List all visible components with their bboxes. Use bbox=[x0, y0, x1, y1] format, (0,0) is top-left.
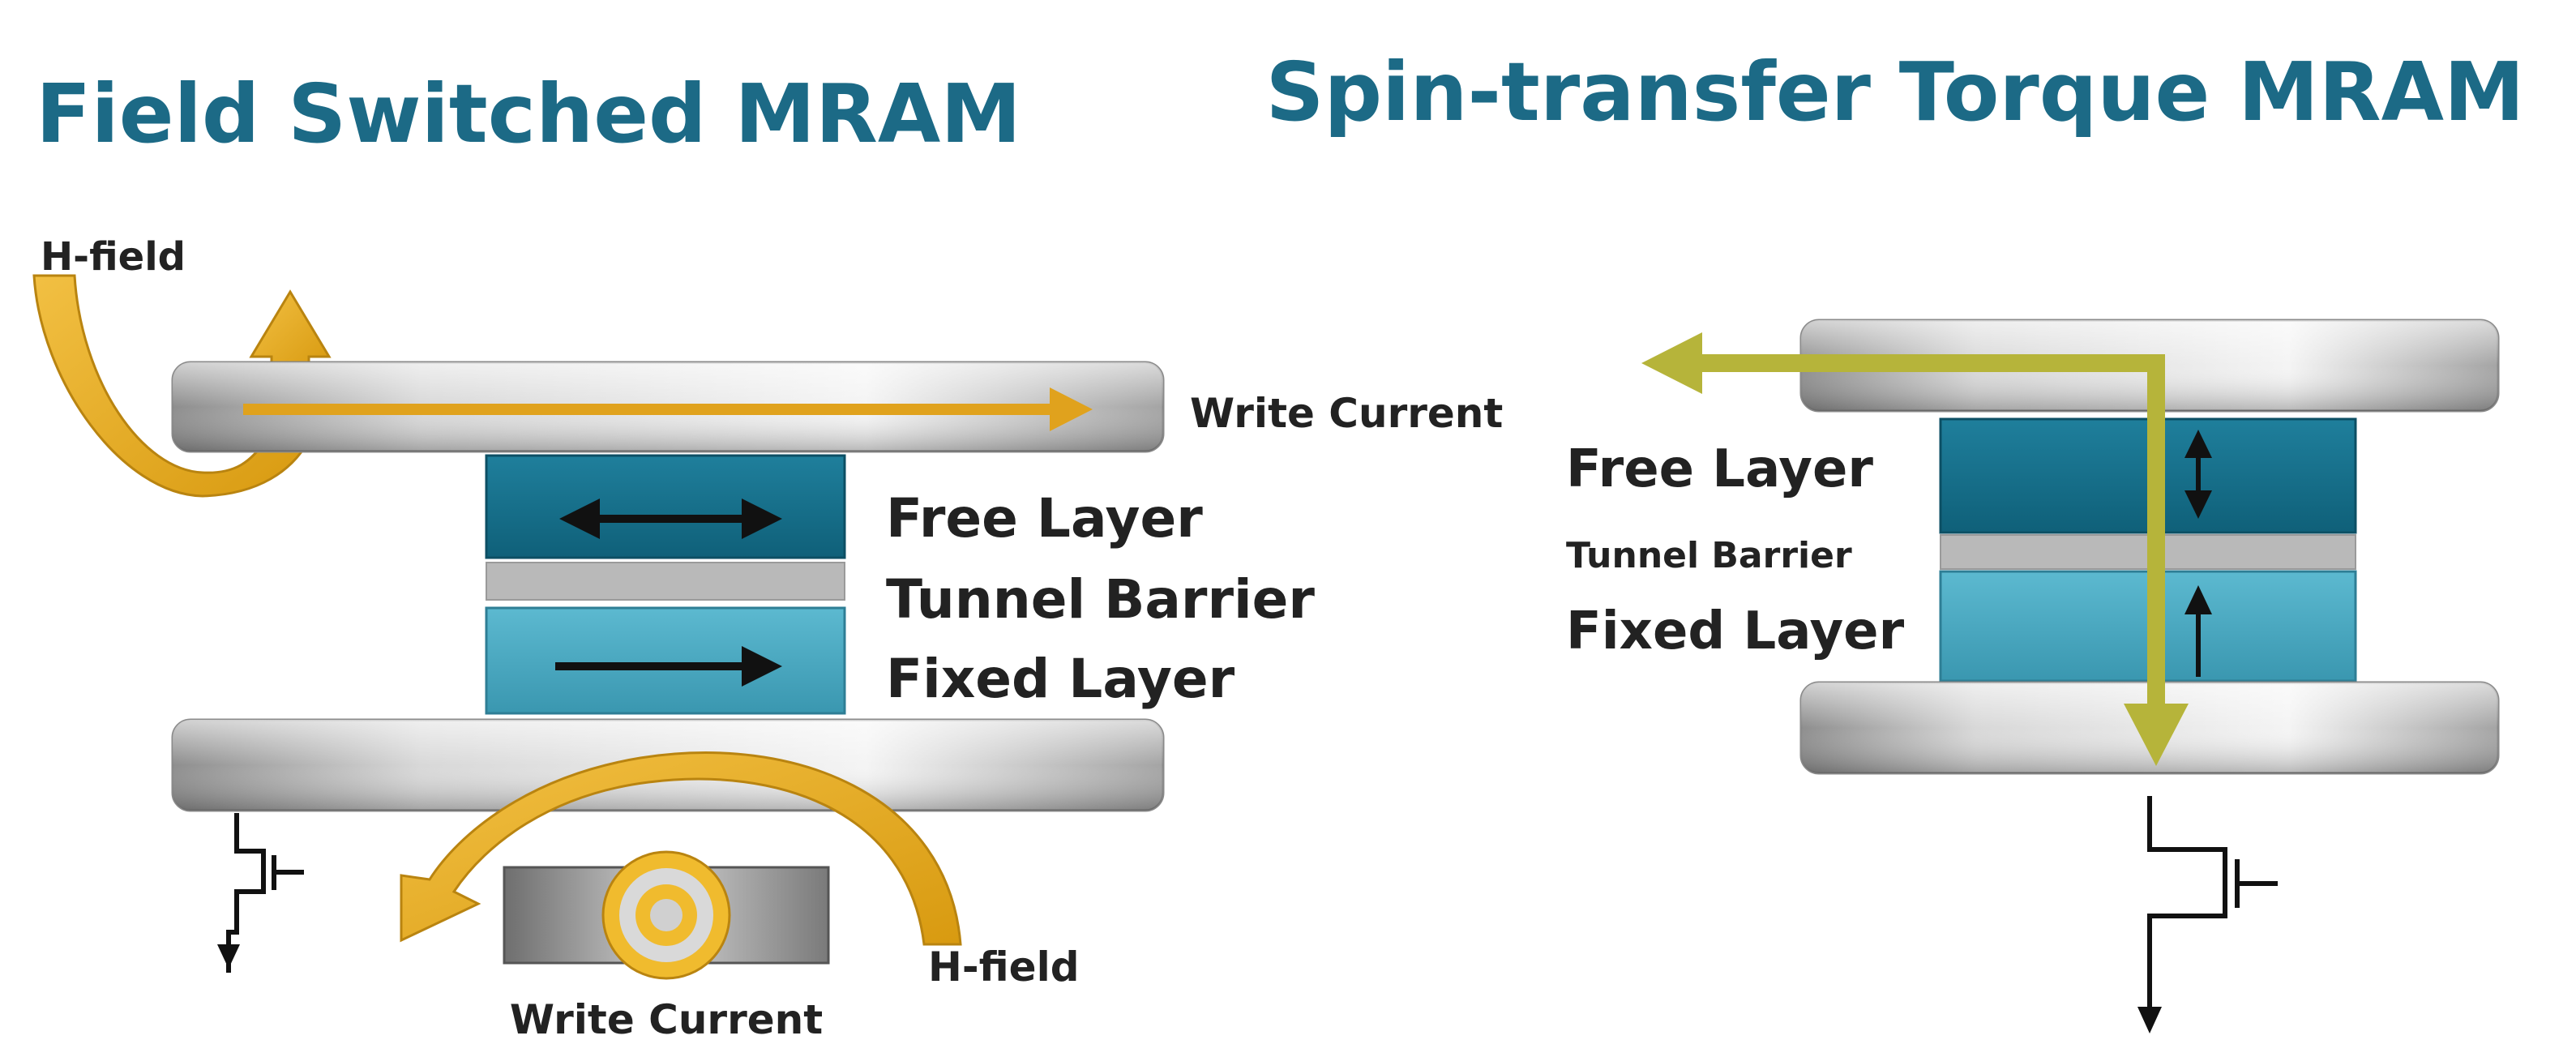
label-write-current-bottom: Write Current bbox=[510, 996, 823, 1043]
label-free-layer-right: Free Layer bbox=[1566, 439, 1873, 499]
label-fixed-layer-left: Fixed Layer bbox=[886, 648, 1235, 710]
left-title: Field Switched MRAM bbox=[36, 66, 1021, 161]
fixed-layer-block bbox=[485, 606, 846, 715]
access-transistor-right bbox=[2147, 796, 2278, 1009]
label-h-field-bottom: H-field bbox=[928, 944, 1080, 991]
label-free-layer-left: Free Layer bbox=[886, 487, 1203, 550]
h-field-bottom-arc bbox=[400, 751, 962, 946]
field-switched-diagram: H-field Write Current Free Layer Tunnel … bbox=[32, 234, 1503, 1043]
ground-arrow-left bbox=[217, 944, 240, 969]
label-fixed-layer-right: Fixed Layer bbox=[1566, 601, 1905, 661]
free-layer-block bbox=[485, 454, 846, 559]
label-h-field-top: H-field bbox=[41, 234, 186, 280]
access-transistor-left bbox=[226, 813, 304, 973]
spin-current-path-arrow bbox=[1641, 332, 2189, 766]
spin-transfer-torque-diagram: Free Layer Tunnel Barrier Fixed Layer bbox=[1566, 319, 2500, 1033]
tunnel-barrier-block bbox=[486, 562, 845, 601]
ground-arrow-right bbox=[2137, 1007, 2162, 1033]
right-title: Spin-transfer Torque MRAM bbox=[1265, 45, 2524, 139]
h-field-up-arrow bbox=[249, 289, 332, 370]
label-tunnel-barrier-left: Tunnel Barrier bbox=[886, 568, 1315, 631]
label-write-current-top: Write Current bbox=[1190, 390, 1503, 437]
label-tunnel-barrier-right: Tunnel Barrier bbox=[1566, 535, 1852, 576]
